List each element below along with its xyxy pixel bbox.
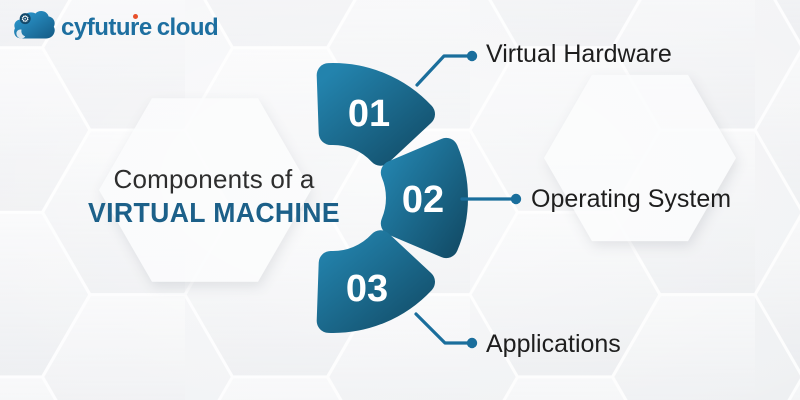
label-applications: Applications: [486, 330, 621, 358]
connector-dot-operating-system: [510, 193, 522, 205]
title-line-1: Components of a: [113, 164, 315, 194]
page-title: Components of a VIRTUAL MACHINE: [58, 165, 370, 228]
connector-dot-virtual-hardware: [466, 50, 478, 62]
segment-03-number: 03: [346, 268, 388, 310]
gear-glyph: ⚙: [21, 14, 30, 25]
connector-line-applications: [414, 312, 469, 345]
gear-badge: [19, 13, 31, 25]
segment-02-shape: [380, 137, 468, 259]
label-virtual-hardware: Virtual Hardware: [486, 40, 672, 68]
brand-red-dot: [133, 14, 138, 19]
brand-name-primary: cyfuture: [61, 13, 152, 41]
segment-01-number: 01: [348, 93, 390, 135]
connector-dot-applications: [466, 337, 478, 349]
cloud-gear-icon: ⚙: [14, 10, 55, 39]
title-line-2: VIRTUAL MACHINE: [87, 196, 340, 228]
segment-03-shape: [316, 230, 435, 333]
connector-line-virtual-hardware: [415, 54, 469, 87]
brand-name-secondary: cloud: [156, 13, 219, 41]
segment-01-shape: [316, 63, 435, 166]
cloud-swirl: [16, 29, 26, 39]
label-operating-system: Operating System: [531, 185, 732, 213]
segment-02-number: 02: [402, 179, 444, 221]
